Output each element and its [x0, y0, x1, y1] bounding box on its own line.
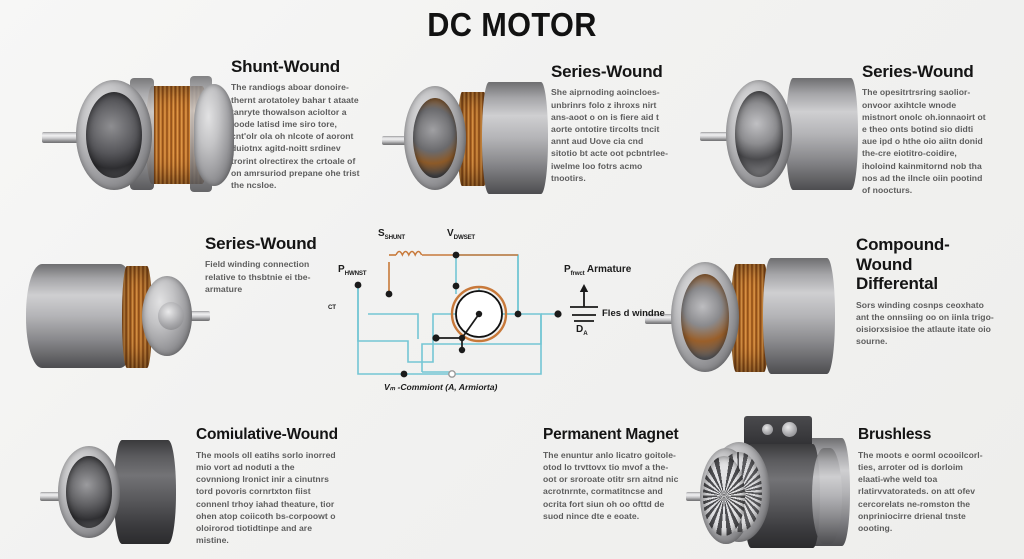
card-compound-wound-differential: Compound-Wound Differental Sors winding …	[856, 235, 996, 347]
motor-main-housing	[114, 440, 176, 544]
motor-hub	[158, 302, 184, 330]
motor-shaft	[645, 314, 689, 324]
motor-fin-ring	[703, 456, 745, 536]
card-body: Field winding connection relative to ths…	[205, 259, 311, 294]
circuit-label-bottom: Vₘ -Commiont (A, Armiorta)	[384, 382, 498, 392]
motor-vent-ring	[86, 92, 142, 178]
card-heading-line1: Compound-Wound	[856, 235, 950, 274]
card-shunt-wound: Shunt-Wound The randiogs aboar donoire-t…	[231, 57, 365, 191]
circuit-nodes	[354, 251, 562, 378]
card-heading-line2: Differental	[856, 274, 938, 294]
circuit-label-left-edge: CT	[328, 303, 336, 311]
motor-shaft	[42, 132, 90, 143]
motor-rotor-ring	[66, 456, 112, 528]
card-heading: Permanent Magnet	[543, 426, 679, 443]
motor-image-shunt-wound	[42, 72, 234, 197]
card-body: She aiprnoding aoincloes-unbrinrs folo z…	[551, 87, 669, 183]
card-body: The randiogs aboar donoire-thernt arotat…	[231, 82, 360, 190]
circuit-label-p-armature: Pfrwct Armature	[564, 264, 632, 277]
motor-image-brushless	[700, 416, 860, 552]
terminal-bolt	[762, 424, 773, 435]
card-series-wound-top: Series-Wound She aiprnoding aoincloes-un…	[551, 62, 671, 184]
card-heading: Series-Wound	[862, 62, 974, 81]
card-body: The enuntur anlo licatro goitole-otod lo…	[543, 449, 679, 521]
motor-rear-flange	[812, 448, 842, 544]
card-heading: Brushless	[858, 426, 932, 443]
motor-shaft	[700, 132, 744, 141]
circuit-label-p-shunt: PHWNST	[338, 264, 367, 277]
motor-main-housing	[786, 78, 858, 190]
card-body: The mools oll eatihs sorlo inorred mio v…	[196, 449, 336, 546]
motor-rotor-ring	[413, 98, 457, 178]
card-heading: Series-Wound	[551, 62, 663, 81]
motor-image-compound-wound	[645, 252, 840, 382]
card-heading: Shunt-Wound	[231, 57, 340, 76]
motor-image-series-wound-top	[382, 78, 550, 198]
motor-rear-endbell	[194, 84, 234, 186]
card-cumulative-wound: Comiulative-Wound The mools oll eatihs s…	[196, 426, 340, 546]
card-body: Sors winding cosnps ceoxhato ant the onn…	[856, 299, 994, 347]
page-title: DC MOTOR	[427, 6, 597, 43]
motor-vent-ring	[735, 91, 783, 177]
circuit-label-d-sub: DA	[576, 324, 588, 337]
card-body: The opesitrtrsring saolior-onvoor axihtc…	[862, 87, 986, 195]
motor-image-series-wound-right	[700, 74, 860, 196]
motor-main-housing	[763, 258, 835, 374]
terminal-port	[782, 422, 797, 437]
motor-main-housing	[482, 82, 548, 194]
circuit-svg	[354, 250, 598, 378]
field-winding-symbol	[570, 288, 598, 322]
motor-image-series-wound-left	[22, 252, 210, 380]
card-permanent-magnet: Permanent Magnet The enuntur anlo licatr…	[543, 426, 679, 522]
card-heading: Comiulative-Wound	[196, 426, 338, 443]
circuit-label-s-shunt: SSHUNT	[378, 228, 405, 241]
motor-image-cumulative-wound	[36, 432, 191, 550]
card-heading: Series-Wound	[205, 234, 317, 253]
circuit-diagram: SSHUNT VDWSET PHWNST CT Pfrwct Armature …	[328, 222, 665, 412]
circuit-label-field-winding: Fles d windne	[602, 308, 665, 319]
motor-main-housing	[26, 264, 136, 368]
armature-outer-ring	[450, 285, 508, 343]
circuit-wire-copper	[388, 254, 518, 294]
arrow-up-icon	[579, 284, 589, 292]
card-series-wound-right: Series-Wound The opesitrtrsring saolior-…	[862, 62, 986, 196]
motor-shaft	[174, 311, 210, 321]
circuit-label-v-shunt: VDWSET	[447, 228, 476, 241]
card-body: The moots e oorml ocooilcorl-ties, arrot…	[858, 449, 983, 533]
inductor-coil-icon	[395, 250, 423, 257]
card-series-wound-left: Series-Wound Field winding connection re…	[205, 234, 333, 295]
motor-rotor-ring	[681, 274, 729, 360]
circuit-open-node	[448, 370, 456, 378]
card-brushless: Brushless The moots e oorml ocooilcorl-t…	[858, 426, 988, 534]
